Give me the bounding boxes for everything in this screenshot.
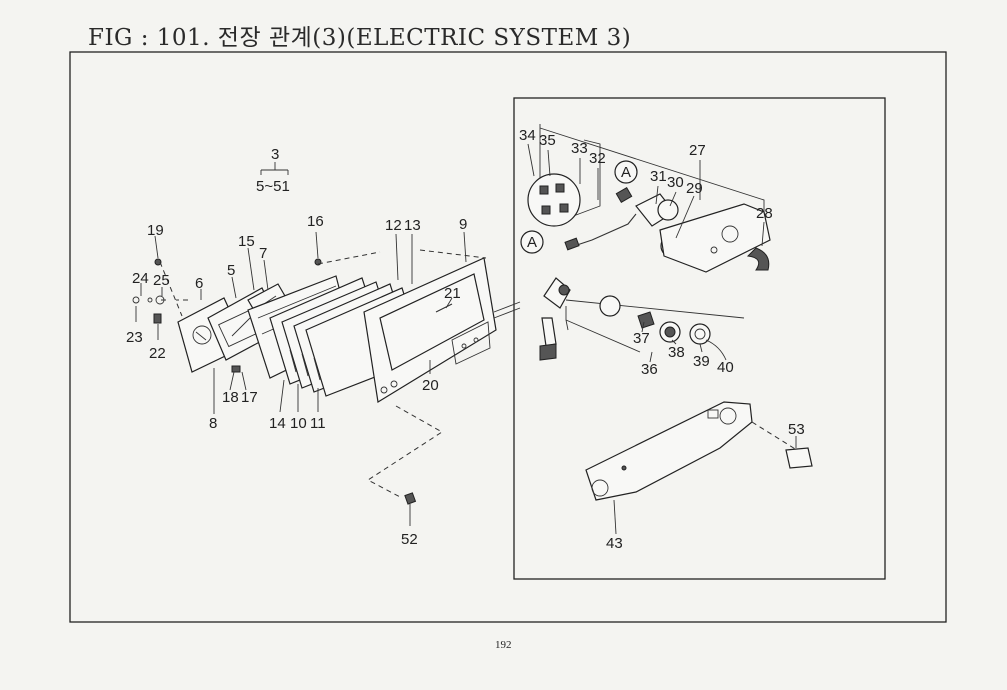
cluster-parts (132, 249, 521, 505)
group-bracket: 3 5~51 (256, 146, 290, 195)
callout-9: 9 (459, 216, 467, 233)
callout-24: 24 (132, 270, 149, 287)
page-number: 192 (495, 639, 512, 651)
callout-15: 15 (238, 233, 255, 250)
callout-36: 36 (641, 361, 658, 378)
callout-20: 20 (422, 377, 439, 394)
callout-52: 52 (401, 531, 418, 548)
callout-43: 43 (606, 535, 623, 552)
callout-labels: 19 24 25 23 22 6 5 15 7 16 12 13 9 21 20… (126, 127, 805, 552)
callout-8: 8 (209, 415, 217, 432)
callout-13: 13 (404, 217, 421, 234)
callout-11: 11 (310, 415, 326, 432)
callout-21: 21 (444, 285, 461, 302)
callout-35: 35 (539, 132, 556, 149)
callout-28: 28 (756, 205, 773, 222)
figure-title: FIG : 101. 전장 관계(3)(ELECTRIC SYSTEM 3) (88, 25, 632, 51)
callout-14: 14 (269, 415, 286, 432)
right-leader-lines (527, 143, 797, 535)
ref-marker-a-2: A (621, 164, 631, 181)
callout-39: 39 (693, 353, 710, 370)
callout-38: 38 (668, 344, 685, 361)
callout-12: 12 (385, 217, 402, 234)
callout-7: 7 (259, 245, 267, 262)
callout-27: 27 (689, 142, 706, 159)
group-label-main: 3 (271, 146, 279, 163)
callout-22: 22 (149, 345, 166, 362)
callout-34: 34 (519, 127, 536, 144)
callout-33: 33 (571, 140, 588, 157)
callout-10: 10 (290, 415, 307, 432)
callout-31: 31 (650, 168, 667, 185)
callout-25: 25 (153, 272, 170, 289)
callout-19: 19 (147, 222, 164, 239)
callout-6: 6 (195, 275, 203, 292)
switch-panel-inset (513, 97, 886, 580)
callout-40: 40 (717, 359, 734, 376)
callout-53: 53 (788, 421, 805, 438)
callout-16: 16 (307, 213, 324, 230)
callout-29: 29 (686, 180, 703, 197)
switch-panel-parts (520, 124, 813, 501)
callout-30: 30 (667, 174, 684, 191)
left-leader-lines (135, 231, 467, 526)
callout-5: 5 (227, 262, 235, 279)
callout-32: 32 (589, 150, 606, 167)
callout-23: 23 (126, 329, 143, 346)
callout-18: 18 (222, 389, 239, 406)
callout-37: 37 (633, 330, 650, 347)
callout-17: 17 (241, 389, 258, 406)
group-label-range: 5~51 (256, 178, 290, 195)
ref-marker-a-1: A (527, 234, 537, 251)
diagram-frame (69, 51, 947, 623)
